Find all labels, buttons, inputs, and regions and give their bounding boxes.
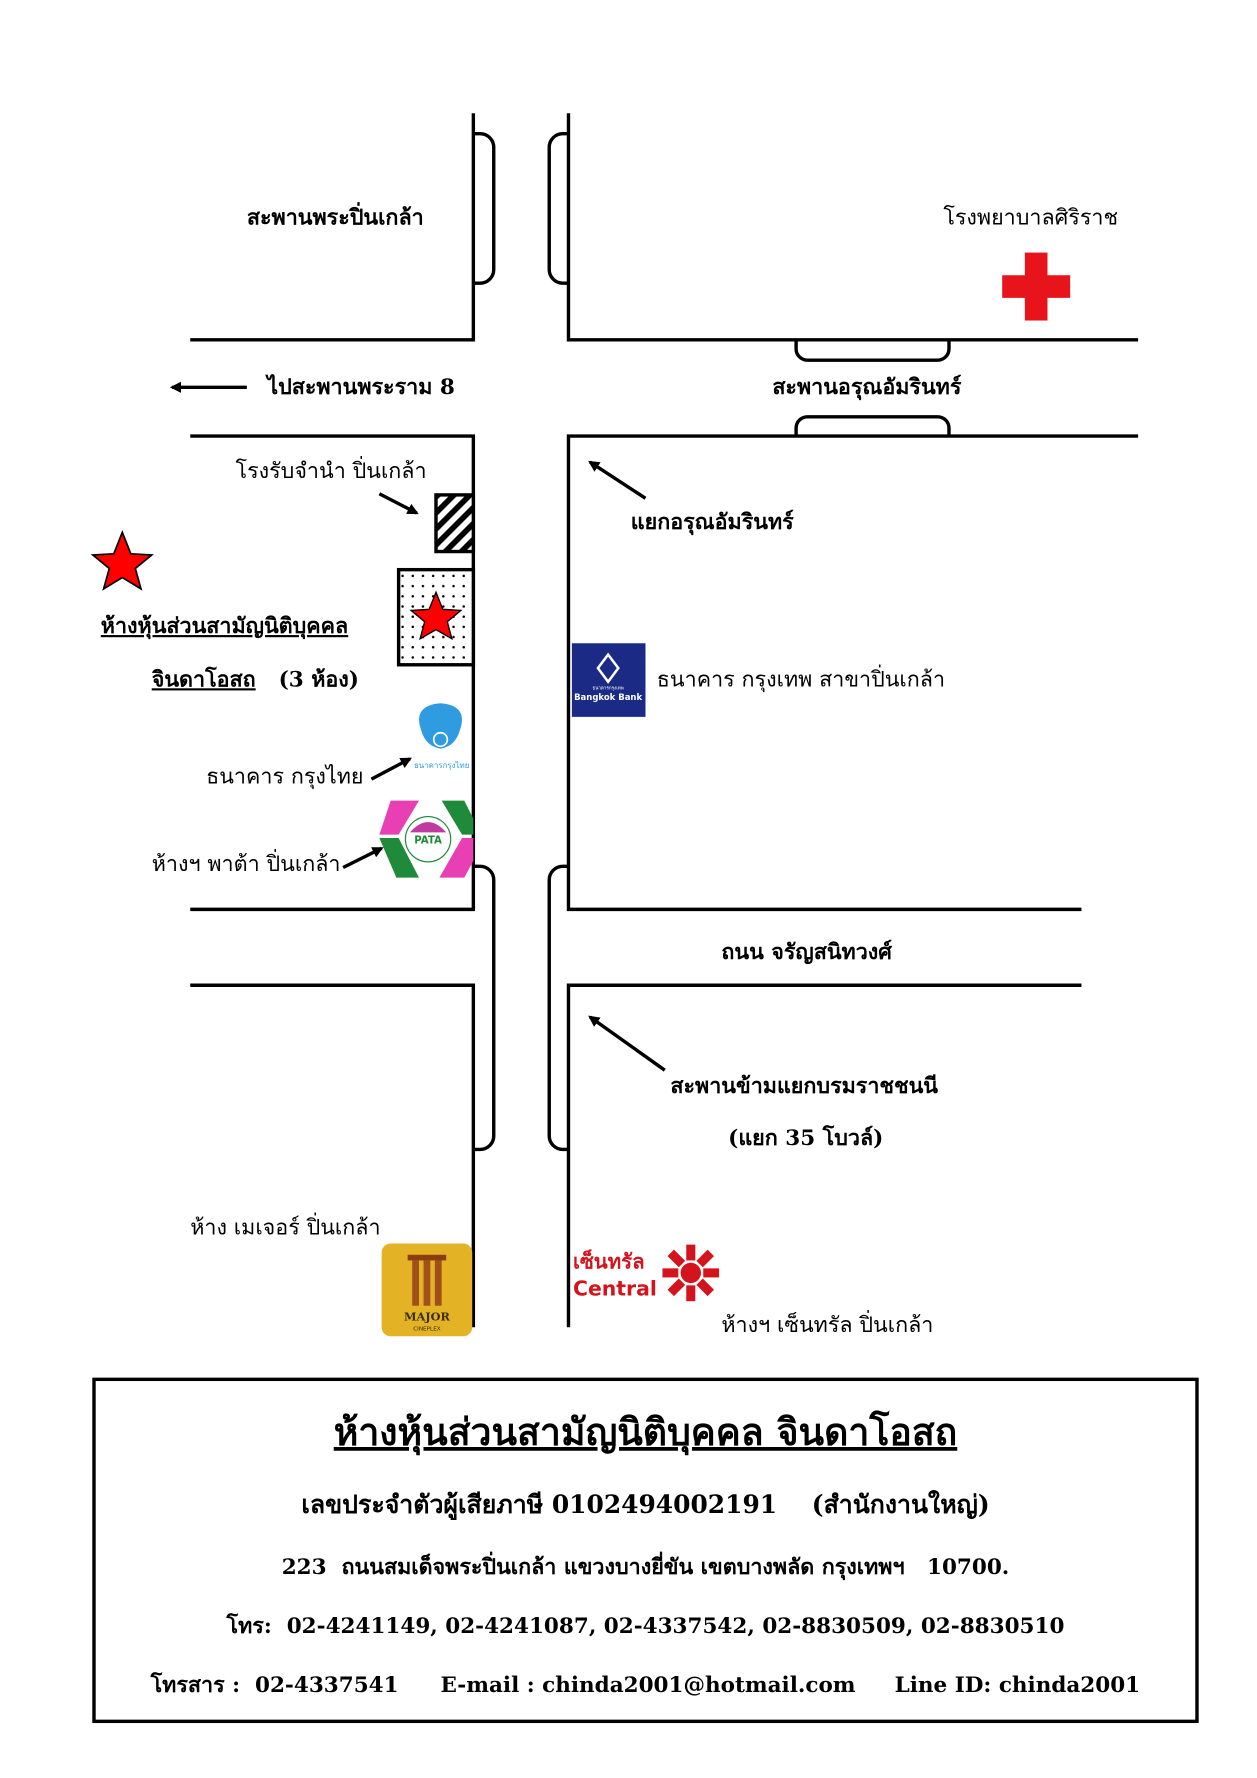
svg-text:PATA: PATA <box>414 836 442 847</box>
svg-text:CINEPLEX: CINEPLEX <box>413 1327 441 1333</box>
arrow-to-bridge <box>588 1015 666 1072</box>
hospital-cross-icon <box>1002 252 1071 321</box>
arrow-to-arun-junction <box>588 460 647 500</box>
svg-text:Central: Central <box>573 1277 657 1301</box>
footer-company-name: ห้างหุ้นส่วนสามัญนิติบุคคล จินดาโอสถ <box>334 1410 958 1456</box>
label-to-rama8: ไปสะพานพระราม 8 <box>265 374 455 400</box>
footer-phone: โทร: 02-4241149, 02-4241087, 02-4337542,… <box>226 1612 1065 1639</box>
footer-address: 223 ถนนสมเด็จพระปิ่นเกล้า แขวงบางยี่ขัน … <box>282 1551 1010 1581</box>
svg-text:ธนาคารกรุงไทย: ธนาคารกรุงไทย <box>414 761 469 770</box>
arrow-to-krungthai <box>370 757 412 781</box>
label-company-line1: ห้างหุ้นส่วนสามัญนิติบุคคล <box>101 614 348 640</box>
footer-tax-id: เลขประจำตัวผู้เสียภาษี 0102494002191 (สำ… <box>301 1489 989 1521</box>
label-central: ห้างฯ เซ็นทรัล ปิ่นเกล้า <box>721 1310 933 1338</box>
label-pawnshop: โรงรับจำนำ ปิ่นเกล้า <box>236 456 427 484</box>
pawnshop-block <box>434 493 476 554</box>
label-junction-35: (แยก 35 โบวล์) <box>728 1124 883 1151</box>
footer-email[interactable]: E-mail : chinda2001@hotmail.com <box>441 1673 856 1698</box>
svg-text:MAJOR: MAJOR <box>404 1309 451 1323</box>
label-company-rooms: (3 ห้อง) <box>279 667 359 692</box>
footer-line-id: Line ID: chinda2001 <box>895 1673 1141 1698</box>
pata-logo: PATA <box>379 800 474 878</box>
label-arun-amarin-bridge: สะพานอรุณอัมรินทร์ <box>772 374 962 401</box>
krungthai-bank-logo: ธนาคารกรุงไทย <box>414 703 469 770</box>
label-company-line2: จินดาโอสถ <box>151 665 255 692</box>
company-star-icon <box>409 590 463 641</box>
arrow-to-pawnshop <box>378 492 419 515</box>
roads <box>190 113 1139 1328</box>
label-bangkok-bank: ธนาคาร กรุงเทพ สาขาปิ่นเกล้า <box>657 664 945 692</box>
bangkok-bank-logo: ธนาคารกรุงเทพ Bangkok Bank <box>571 643 646 717</box>
central-logo: เซ็นทรัล Central <box>573 1244 720 1302</box>
label-arun-amarin-junction: แยกอรุณอัมรินทร์ <box>631 509 794 536</box>
star-icon <box>90 529 154 591</box>
footer-fax: โทรสาร : 02-4337541 <box>150 1671 399 1698</box>
label-pinklao-bridge: สะพานพระปิ่นเกล้า <box>247 201 424 230</box>
major-cineplex-logo: MAJOR CINEPLEX <box>381 1243 473 1337</box>
central-sun-icon <box>662 1244 720 1302</box>
arrow-to-pata <box>342 846 384 870</box>
label-borommaratchachonnani-bridge: สะพานข้ามแยกบรมราชชนนี <box>670 1074 938 1099</box>
label-major: ห้าง เมเจอร์ ปิ่นเกล้า <box>190 1212 380 1240</box>
company-info-box: ห้างหุ้นส่วนสามัญนิติบุคคล จินดาโอสถ เลข… <box>92 1377 1199 1724</box>
svg-text:เซ็นทรัล: เซ็นทรัล <box>573 1248 645 1273</box>
label-charan-road: ถนน จรัญสนิทวงศ์ <box>721 939 892 965</box>
label-siriraj-hospital: โรงพยาบาลศิริราช <box>943 204 1118 230</box>
svg-text:ธนาคารกรุงเทพ: ธนาคารกรุงเทพ <box>592 686 623 692</box>
label-pata: ห้างฯ พาต้า ปิ่นเกล้า <box>152 849 341 877</box>
svg-text:Bangkok Bank: Bangkok Bank <box>574 693 642 703</box>
label-krungthai-bank: ธนาคาร กรุงไทย <box>206 764 363 790</box>
